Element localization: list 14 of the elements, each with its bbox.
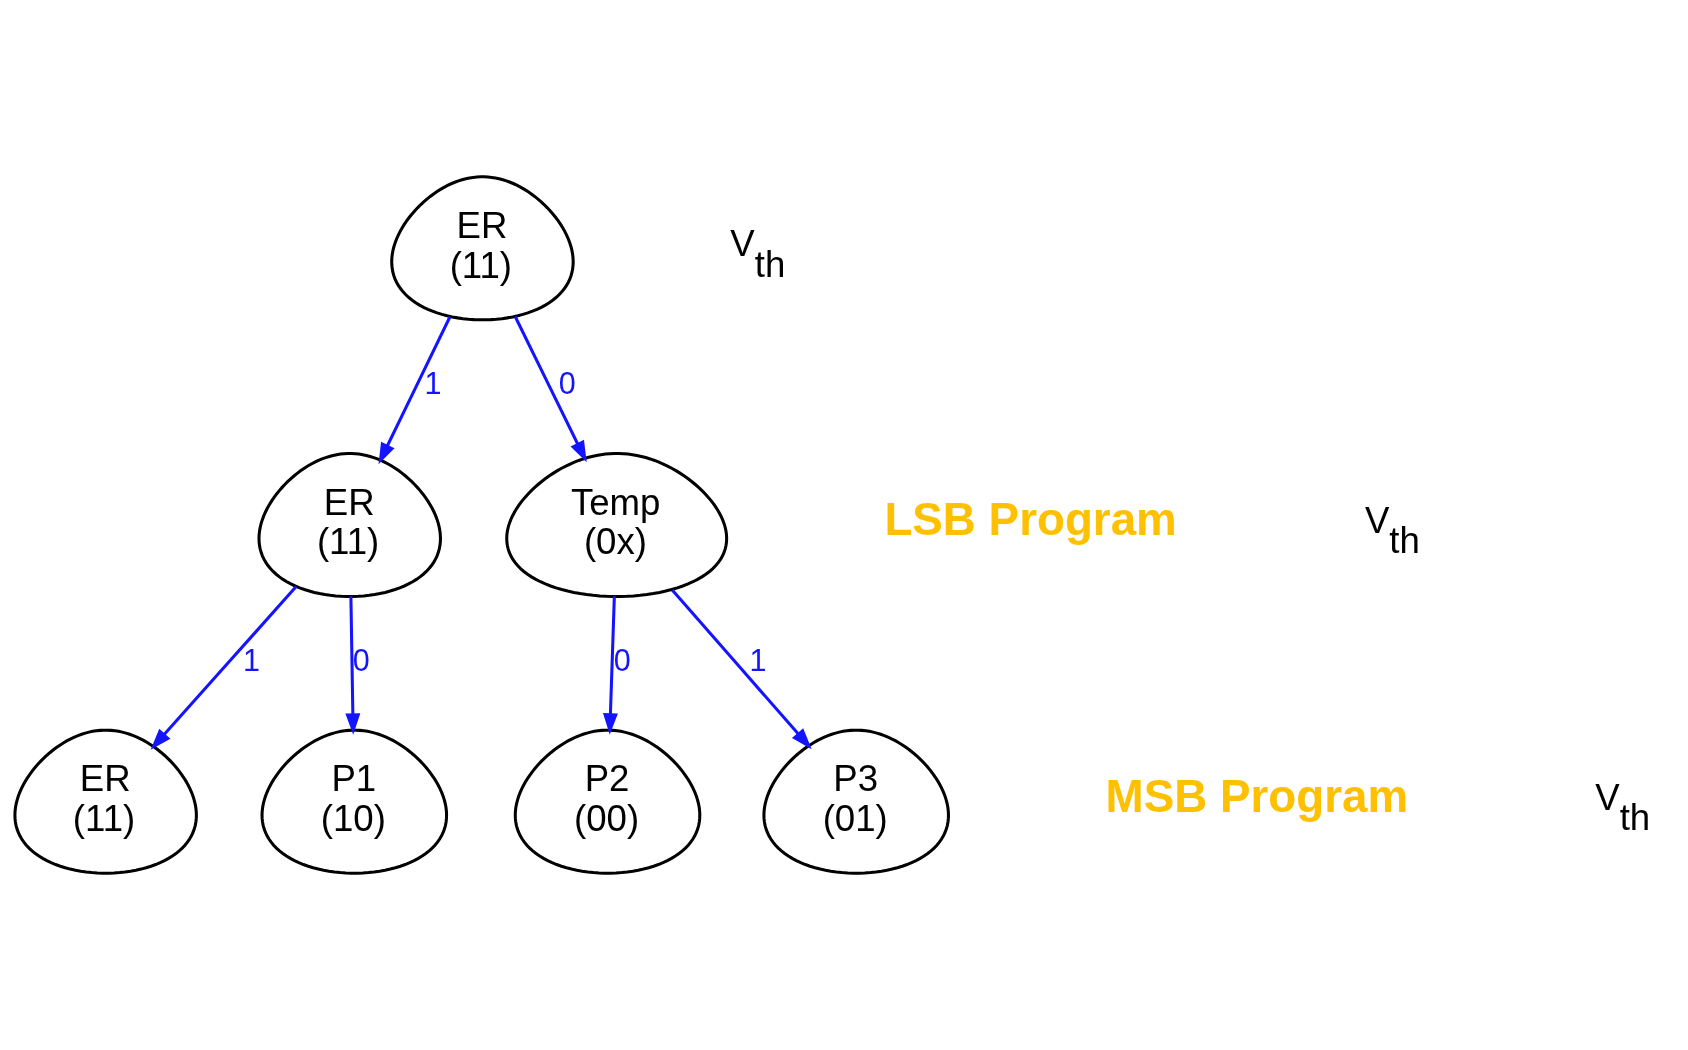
edge-label: 0: [352, 642, 370, 677]
arrow: [150, 585, 298, 750]
edge-label: 1: [749, 642, 767, 677]
edge-label: 1: [242, 642, 260, 677]
label: LSB Program: [884, 493, 1177, 545]
arrow: [378, 316, 452, 465]
edge-label: 1: [424, 366, 442, 401]
label: MSB Program: [1105, 770, 1409, 822]
arrow: [513, 316, 587, 463]
edge-label: 0: [613, 642, 631, 677]
arrow: [671, 589, 812, 750]
edge-label: 0: [558, 366, 576, 401]
arrow: [602, 596, 618, 735]
arrow: [345, 596, 361, 735]
